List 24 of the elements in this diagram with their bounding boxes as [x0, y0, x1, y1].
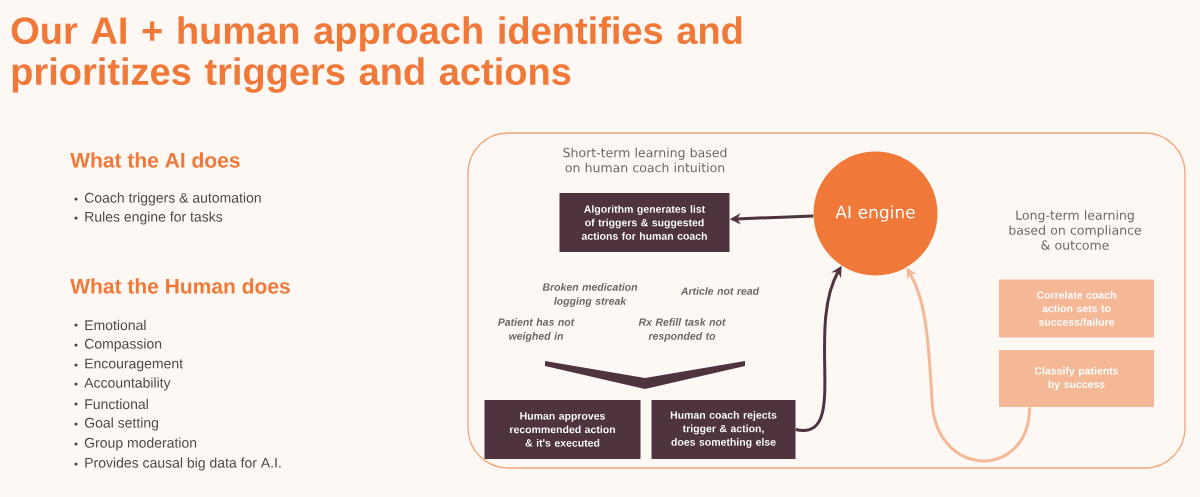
trigger-note: Article not read: [680, 287, 760, 295]
trigger-note: Patient has not weighed in: [498, 318, 575, 342]
trigger-note: Broken medication logging streak: [542, 283, 638, 307]
bullet-item: Encouragement: [74, 358, 183, 372]
process-box: Classify patients by success: [999, 350, 1154, 407]
process-box: Algorithm generates list of triggers & suggested actions for human coach: [559, 193, 730, 252]
panel-heading: Long-term learning based on compliance & outcome: [1009, 210, 1142, 250]
bullet-item: Accountability: [74, 377, 171, 391]
bullet-item: Functional: [74, 398, 148, 410]
slide-title: Our AI + human approach identifies and prioritizes triggers and actions: [11, 16, 742, 93]
trigger-note: Rx Refill task not responded to: [638, 318, 726, 342]
process-box: Human approves recommended action & it's executed: [484, 400, 641, 459]
bullet-item: Coach triggers & automation: [74, 192, 261, 206]
section-heading: What the Human does: [70, 278, 290, 294]
bullet-item: Rules engine for tasks: [74, 211, 223, 225]
process-box: Human coach rejects trigger & action, does something else: [651, 400, 796, 459]
bullet-item: Compassion: [74, 338, 162, 352]
panel-heading: Short-term learning based on human coach intuition: [563, 147, 727, 173]
bullet-item: Provides causal big data for A.I.: [74, 457, 281, 471]
bullet-item: Group moderation: [74, 437, 197, 451]
process-box: Correlate coach action sets to success/failure: [999, 279, 1154, 338]
section-heading: What the AI does: [70, 152, 240, 168]
bullet-item: Emotional: [74, 319, 146, 331]
bullet-item: Goal setting: [74, 417, 158, 431]
